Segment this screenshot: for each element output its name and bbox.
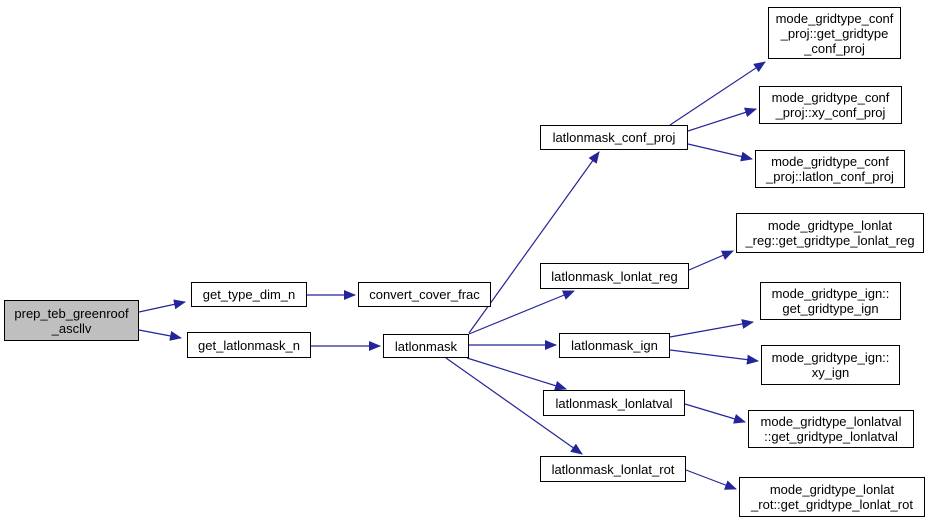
edge-latlonmask-to-latlonmask_lonlat_rot xyxy=(445,357,583,455)
node-latlonmask[interactable]: latlonmask xyxy=(383,334,469,358)
edge-latlonmask_conf_proj-to-mode_gridtype_conf_proj::get_gridtype_conf_proj xyxy=(669,61,766,126)
edge-latlonmask_lonlat_rot-to-mode_gridtype_lonlat_rot::get_gridtype_lonlat_rot xyxy=(685,469,737,490)
edge-latlonmask-to-latlonmask_lonlatval xyxy=(466,357,567,391)
node-latlonmask-lonlatval[interactable]: latlonmask_lonlatval xyxy=(543,390,685,416)
edge-prep_teb_greenroof_ascllv-to-get_type_dim_n xyxy=(138,299,186,313)
edge-latlonmask_ign-to-mode_gridtype_ign::get_gridtype_ign xyxy=(669,319,754,338)
edge-latlonmask_conf_proj-to-mode_gridtype_conf_proj::latlon_conf_proj xyxy=(687,143,753,162)
node-get-gridtype-lonlat-rot[interactable]: mode_gridtype_lonlat _rot::get_gridtype_… xyxy=(739,477,925,517)
node-get-latlonmask-n[interactable]: get_latlonmask_n xyxy=(187,332,311,358)
edge-latlonmask_lonlat_reg-to-mode_gridtype_lonlat_reg::get_gridtype_lonlat_reg xyxy=(688,250,734,271)
edge-prep_teb_greenroof_ascllv-to-get_latlonmask_n xyxy=(138,329,182,341)
node-get-gridtype-lonlat-reg[interactable]: mode_gridtype_lonlat _reg::get_gridtype_… xyxy=(736,213,924,253)
node-latlonmask-lonlat-reg[interactable]: latlonmask_lonlat_reg xyxy=(540,263,689,289)
node-xy-ign[interactable]: mode_gridtype_ign:: xy_ign xyxy=(761,345,900,385)
node-latlon-conf-proj[interactable]: mode_gridtype_conf _proj::latlon_conf_pr… xyxy=(755,150,905,188)
node-latlonmask-lonlat-rot[interactable]: latlonmask_lonlat_rot xyxy=(540,456,686,482)
edge-latlonmask_ign-to-mode_gridtype_ign::xy_ign xyxy=(669,349,759,365)
node-convert-cover-frac[interactable]: convert_cover_frac xyxy=(358,282,491,307)
node-prep-teb-greenroof-ascllv: prep_teb_greenroof _ascllv xyxy=(4,300,139,341)
node-get-type-dim-n[interactable]: get_type_dim_n xyxy=(191,282,307,307)
edge-latlonmask_conf_proj-to-mode_gridtype_conf_proj::xy_conf_proj xyxy=(687,107,757,132)
node-latlonmask-conf-proj[interactable]: latlonmask_conf_proj xyxy=(540,125,688,150)
node-get-gridtype-lonlatval[interactable]: mode_gridtype_lonlatval ::get_gridtype_l… xyxy=(748,410,914,448)
node-xy-conf-proj[interactable]: mode_gridtype_conf _proj::xy_conf_proj xyxy=(759,86,902,124)
node-latlonmask-ign[interactable]: latlonmask_ign xyxy=(559,333,670,358)
edge-latlonmask_lonlatval-to-mode_gridtype_lonlatval::get_gridtype_lonlatval xyxy=(684,403,746,424)
node-get-gridtype-ign[interactable]: mode_gridtype_ign:: get_gridtype_ign xyxy=(760,282,901,320)
edge-latlonmask-to-latlonmask_lonlat_reg xyxy=(468,290,575,335)
node-get-gridtype-conf-proj[interactable]: mode_gridtype_conf _proj::get_gridtype _… xyxy=(768,7,901,59)
